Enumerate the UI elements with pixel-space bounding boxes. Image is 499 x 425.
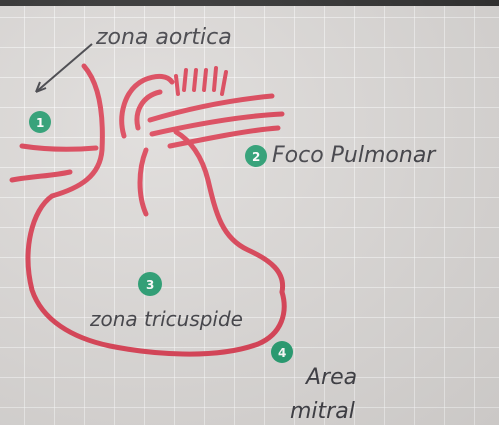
label-mitral-line1: Area — [304, 365, 357, 390]
aortic-arch-inner — [137, 92, 160, 128]
vessel-left-lower — [12, 172, 70, 180]
aortic-arch-outer — [122, 76, 172, 136]
marker-pulmonary: 2 — [245, 145, 267, 167]
marker-tricuspid: 3 — [138, 272, 162, 296]
inner-vessel — [140, 150, 146, 214]
arch-branch-5 — [222, 72, 226, 94]
arch-branch-4 — [214, 68, 216, 90]
marker-mitral-number: 4 — [278, 346, 286, 360]
page-top-edge — [0, 0, 499, 6]
marker-mitral: 4 — [271, 341, 293, 363]
label-tricuspid: zona tricuspide — [89, 307, 243, 331]
marker-pulmonary-number: 2 — [252, 150, 260, 164]
arch-branch-1 — [184, 70, 186, 90]
vessel-left-line — [22, 146, 96, 149]
label-mitral-line2: mitral — [290, 399, 355, 424]
arch-branch-3 — [204, 70, 206, 90]
marker-tricuspid-number: 3 — [146, 278, 154, 292]
arch-branch-2 — [194, 70, 196, 90]
arch-branch-6 — [176, 76, 178, 94]
label-pulmonary: Foco Pulmonar — [272, 143, 437, 168]
marker-aortic-number: 1 — [36, 116, 44, 130]
marker-aortic: 1 — [29, 111, 51, 133]
label-aortic: zona aortica — [95, 25, 232, 50]
